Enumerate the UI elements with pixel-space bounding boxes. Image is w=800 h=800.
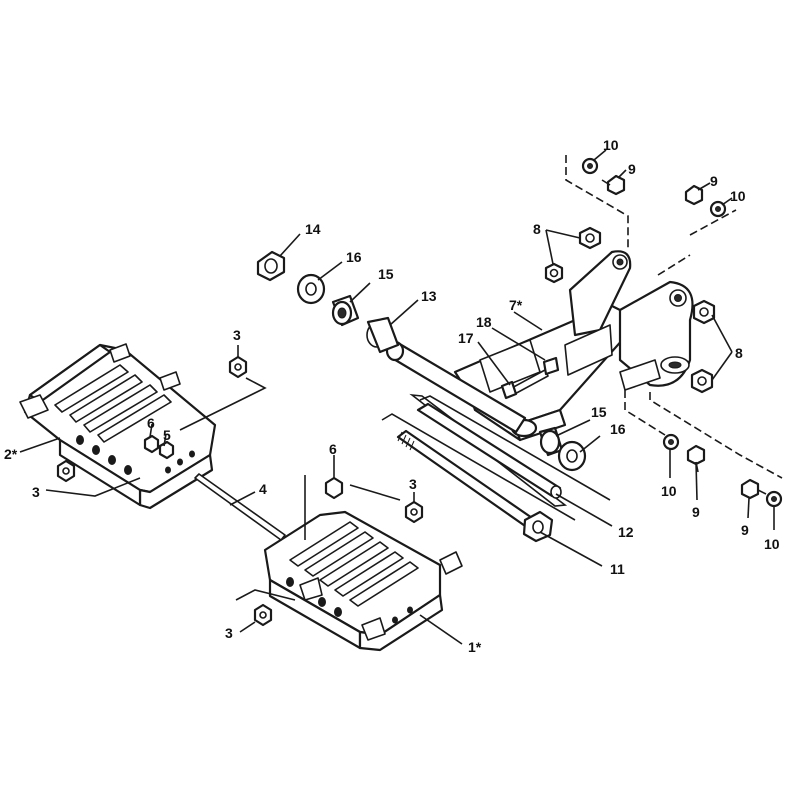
pivot-shafts xyxy=(381,393,611,543)
callout-15-right: 15 xyxy=(591,404,607,420)
callout-2: 2* xyxy=(4,446,18,462)
washer-16 xyxy=(296,273,326,305)
bolts-9-washers-10 xyxy=(581,157,783,508)
callout-3-bottom: 3 xyxy=(225,625,233,641)
callout-14: 14 xyxy=(305,221,321,237)
callout-9-top-right: 9 xyxy=(710,173,718,189)
callout-10-lower-right: 10 xyxy=(764,536,780,552)
callout-10-lower-mid: 10 xyxy=(661,483,677,499)
callout-5: 5 xyxy=(163,427,171,443)
callout-9-top-left: 9 xyxy=(628,161,636,177)
bolt-17-18 xyxy=(500,356,560,400)
callout-3-top: 3 xyxy=(233,327,241,343)
frame-bracket-2 xyxy=(19,343,217,510)
callout-3-left: 3 xyxy=(32,484,40,500)
callout-12: 12 xyxy=(618,524,634,540)
callout-6-right: 6 xyxy=(329,441,337,457)
callout-16-left: 16 xyxy=(346,249,362,265)
callout-1: 1* xyxy=(468,639,482,655)
callout-16-right: 16 xyxy=(610,421,626,437)
callout-9-lower-mid: 9 xyxy=(692,504,700,520)
callout-10-top-left: 10 xyxy=(603,137,619,153)
callout-9-lower-right: 9 xyxy=(741,522,749,538)
callout-11: 11 xyxy=(610,561,625,577)
callout-labels: 1* 2* 3 3 3 3 4 5 6 6 7* 8 8 9 9 9 9 10 … xyxy=(4,137,780,655)
callout-8-right: 8 xyxy=(735,345,743,361)
callout-6-left: 6 xyxy=(147,415,155,431)
cross-tube xyxy=(366,316,527,434)
callout-10-top-right: 10 xyxy=(730,188,746,204)
callout-7: 7* xyxy=(509,297,523,313)
callout-8-left: 8 xyxy=(533,221,541,237)
washer-16-right xyxy=(557,440,587,472)
flange-nut-14 xyxy=(256,250,286,282)
callout-13: 13 xyxy=(421,288,437,304)
left-bushing-stack xyxy=(256,250,360,327)
frame-bracket-1 xyxy=(263,510,463,652)
callout-3-right: 3 xyxy=(409,476,417,492)
callout-15-left: 15 xyxy=(378,266,394,282)
long-bolt-4 xyxy=(194,473,286,541)
nuts-8 xyxy=(544,226,716,394)
bushing-15 xyxy=(331,294,360,327)
callout-4: 4 xyxy=(259,481,267,497)
leader-lines xyxy=(19,149,783,645)
callout-18: 18 xyxy=(476,314,492,330)
callout-17: 17 xyxy=(458,330,474,346)
right-bushing-stack xyxy=(538,426,587,472)
